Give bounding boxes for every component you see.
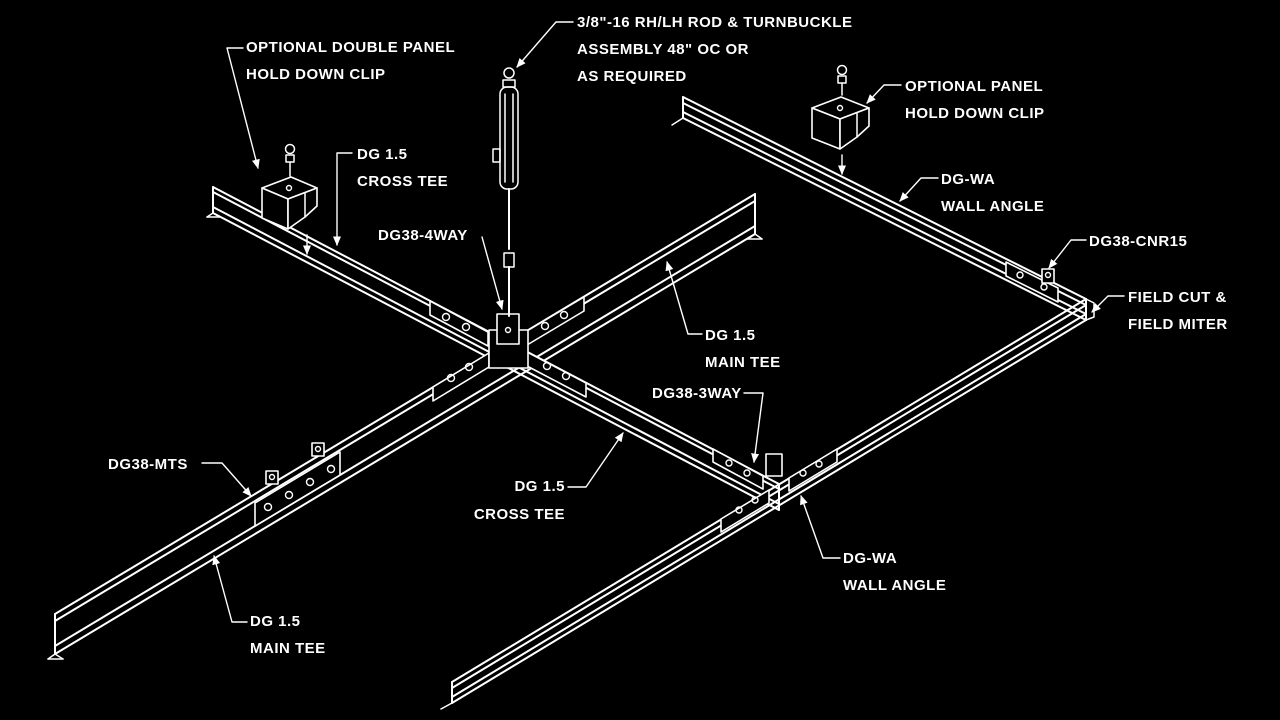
label-field-cut-1: FIELD CUT & <box>1128 289 1227 306</box>
rod-eye <box>503 67 515 79</box>
label-main-tee-bottom-1: DG 1.5 <box>250 613 301 630</box>
leader-optional-panel-clip <box>866 84 902 104</box>
label-cross-tee-top-2: CROSS TEE <box>357 173 448 190</box>
leader-optional-double-clip <box>226 47 260 169</box>
leader-main-tee-splice <box>201 462 252 497</box>
label-cross-tee-top-1: DG 1.5 <box>357 146 408 163</box>
clip-screw <box>836 64 848 96</box>
wall-angle-upper <box>671 96 1087 321</box>
label-main-tee-center-1: DG 1.5 <box>705 327 756 344</box>
leader-lines <box>201 21 1125 623</box>
leader-wall-angle-bottom <box>800 495 841 559</box>
label-cross-tee-bottom-2: CROSS TEE <box>474 506 565 523</box>
label-three-way: DG38-3WAY <box>652 385 742 402</box>
hold-down-clip-single <box>811 64 870 175</box>
label-wall-angle-top-2: WALL ANGLE <box>941 198 1044 215</box>
label-wall-angle-top-1: DG-WA <box>941 171 995 188</box>
label-main-tee-center-2: MAIN TEE <box>705 354 781 371</box>
wall-corner-miter <box>1085 298 1095 321</box>
label-wall-angle-bottom-2: WALL ANGLE <box>843 577 946 594</box>
label-optional-double-clip-1: OPTIONAL DOUBLE PANEL <box>246 39 455 56</box>
turnbuckle-assembly <box>492 67 519 317</box>
label-four-way: DG38-4WAY <box>378 227 468 244</box>
label-rod-assembly-3: AS REQUIRED <box>577 68 687 85</box>
hold-down-clip-double <box>261 143 318 255</box>
leader-main-tee-bottom <box>212 555 248 623</box>
main-tee-splice-clip <box>254 442 341 527</box>
leader-wall-angle-top <box>899 177 939 202</box>
label-optional-panel-clip-1: OPTIONAL PANEL <box>905 78 1043 95</box>
label-optional-double-clip-2: HOLD DOWN CLIP <box>246 66 386 83</box>
four-way-clip <box>429 296 587 402</box>
corner-clip <box>1005 261 1059 303</box>
label-main-tee-bottom-2: MAIN TEE <box>250 640 326 657</box>
leader-four-way <box>481 236 504 310</box>
leader-corner-clip <box>1048 239 1087 269</box>
leader-cross-tee-bottom <box>567 432 624 488</box>
label-corner-clip: DG38-CNR15 <box>1089 233 1187 250</box>
turnbuckle-body <box>499 86 519 190</box>
label-main-tee-splice: DG38-MTS <box>108 456 188 473</box>
leader-cross-tee-top <box>333 152 353 246</box>
label-optional-panel-clip-2: HOLD DOWN CLIP <box>905 105 1045 122</box>
label-cross-tee-bottom-1: DG 1.5 <box>514 478 565 495</box>
label-rod-assembly-1: 3/8"-16 RH/LH ROD & TURNBUCKLE <box>577 14 852 31</box>
main-tee-beam <box>47 193 763 660</box>
leader-field-cut <box>1091 295 1125 313</box>
label-field-cut-2: FIELD MITER <box>1128 316 1228 333</box>
labels: OPTIONAL DOUBLE PANEL HOLD DOWN CLIP 3/8… <box>108 14 1228 657</box>
leader-rod-assembly <box>516 21 574 68</box>
label-rod-assembly-2: ASSEMBLY 48" OC OR <box>577 41 749 58</box>
three-way-clip <box>712 448 838 533</box>
leader-main-tee-center <box>665 261 703 335</box>
label-wall-angle-bottom-1: DG-WA <box>843 550 897 567</box>
clip-screw <box>284 143 296 177</box>
leader-three-way <box>743 392 764 463</box>
